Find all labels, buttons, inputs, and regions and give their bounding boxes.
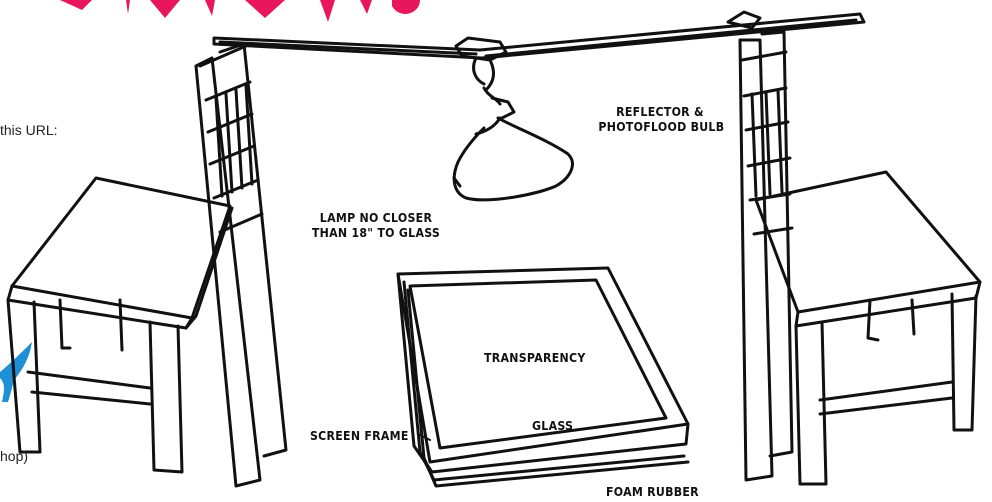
lamp-distance-label-line-2: THAN 18" TO GLASS: [299, 225, 454, 240]
header-lettering-fragment: [60, 0, 420, 22]
reflector-lamp: [454, 38, 572, 200]
screen-frame-label: SCREEN FRAME: [310, 428, 409, 443]
screen-frame-stack: [398, 268, 688, 486]
lamp-distance-label-line-1: LAMP NO CLOSER: [299, 210, 454, 225]
right-chair: [728, 12, 980, 484]
lamp-distance-label: LAMP NO CLOSER THAN 18" TO GLASS: [299, 210, 454, 240]
reflector-label: REFLECTOR & PHOTOFLOOD BULB: [598, 104, 721, 134]
bottom-text-fragment: hop): [0, 448, 28, 464]
transparency-label: TRANSPARENCY: [484, 350, 586, 365]
support-board: [214, 14, 864, 58]
glass-label: GLASS: [532, 418, 573, 433]
foam-rubber-label: FOAM RUBBER: [606, 484, 699, 499]
reflector-label-line-1: REFLECTOR &: [598, 104, 721, 119]
left-chair: [8, 44, 286, 486]
url-text-fragment: this URL:: [0, 122, 58, 138]
reflector-label-line-2: PHOTOFLOOD BULB: [598, 119, 721, 134]
